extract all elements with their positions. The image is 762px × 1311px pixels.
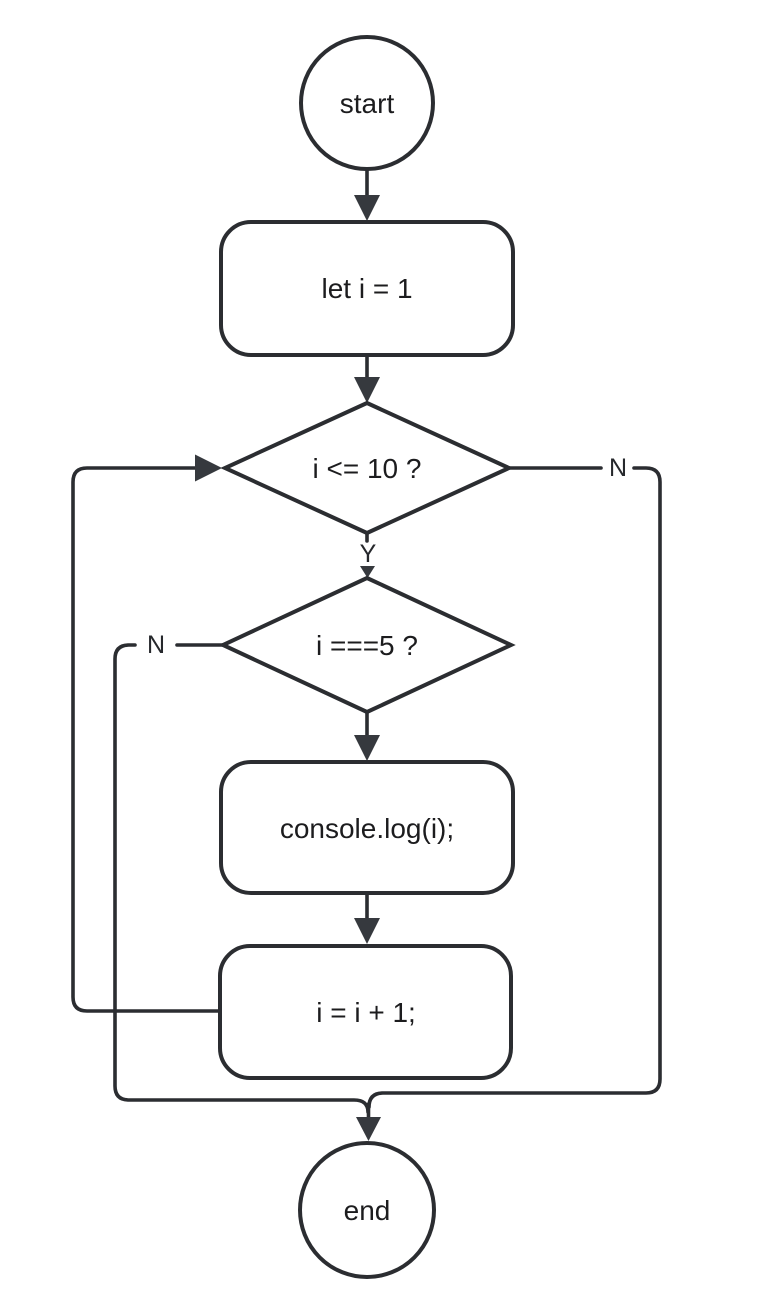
loop-condition-shape — [220, 400, 514, 536]
increment-rect — [218, 944, 513, 1080]
start-node: start — [299, 35, 435, 171]
edge-increment-loopback — [71, 466, 223, 1013]
init-process-node: let i = 1 — [219, 220, 515, 357]
arrowhead-increment-loopback — [195, 454, 222, 482]
skip-condition-diamond: i ===5 ? — [218, 575, 516, 715]
start-label: start — [340, 88, 395, 119]
arrowhead-loop-condition-yes — [360, 566, 375, 578]
arrowhead-init-to-loop-condition — [354, 377, 380, 403]
node-layer: start let i = 1 i <= 10 ? i ===5 ? conso… — [218, 35, 516, 1279]
edge-layer: Y N N — [71, 168, 662, 1141]
edge-loop-condition-no — [367, 466, 662, 1109]
loop-condition-label: i <= 10 ? — [313, 453, 422, 484]
arrowhead-start-to-init — [354, 195, 380, 221]
increment-process-node: i = i + 1; — [218, 944, 513, 1080]
end-node: end — [298, 1141, 436, 1279]
console-log-label: console.log(i); — [280, 813, 454, 844]
edge-skip-condition-no — [113, 643, 370, 1114]
arrowhead-merge-to-end — [356, 1117, 381, 1141]
increment-label: i = i + 1; — [316, 997, 416, 1028]
console-log-process-node: console.log(i); — [219, 760, 515, 895]
loop-condition-diamond: i <= 10 ? — [220, 400, 514, 536]
skip-condition-shape — [218, 575, 516, 715]
label-yes: Y — [360, 540, 377, 568]
label-no-inner: N — [147, 631, 165, 659]
init-rect — [219, 220, 515, 357]
label-no-outer: N — [609, 454, 627, 482]
end-label: end — [344, 1195, 391, 1226]
arrowhead-skip-condition-to-log — [354, 735, 380, 761]
start-circle — [299, 35, 435, 171]
init-label: let i = 1 — [321, 273, 412, 304]
skip-condition-label: i ===5 ? — [316, 630, 418, 661]
console-log-rect — [219, 760, 515, 895]
arrowhead-log-to-increment — [354, 918, 380, 944]
end-circle — [298, 1141, 436, 1279]
